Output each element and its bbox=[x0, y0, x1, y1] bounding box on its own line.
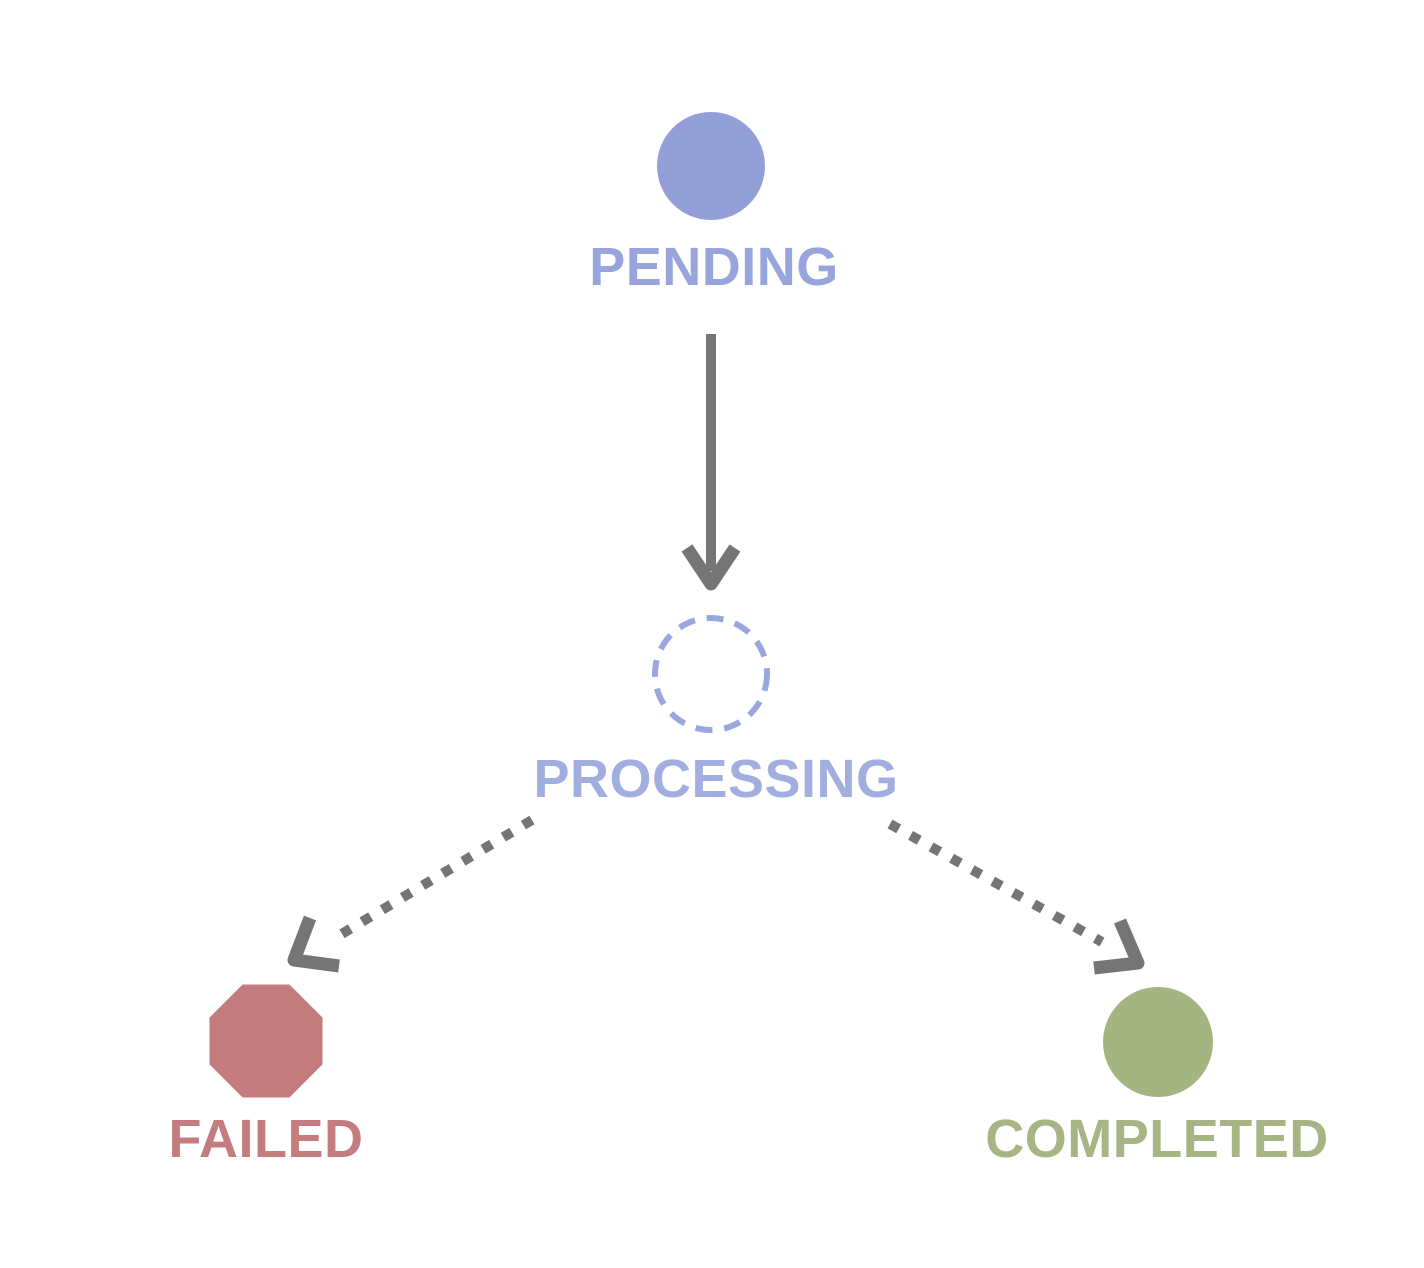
dotted-arrow-to-failed-arrowhead-icon bbox=[287, 915, 340, 973]
dotted-arrow-to-failed-line bbox=[332, 815, 535, 943]
node-completed: COMPLETED bbox=[985, 987, 1329, 1169]
failed-octagon-icon bbox=[209, 984, 323, 1098]
node-processing: PROCESSING bbox=[533, 615, 898, 809]
failed-label: FAILED bbox=[168, 1109, 363, 1169]
node-failed: FAILED bbox=[168, 984, 363, 1169]
pending-label: PENDING bbox=[589, 237, 839, 297]
edge-processing-to-failed bbox=[287, 815, 535, 973]
node-pending: PENDING bbox=[589, 112, 839, 297]
edge-processing-to-completed bbox=[887, 819, 1145, 975]
edge-pending-to-processing bbox=[681, 334, 741, 591]
dotted-arrow-to-completed-arrowhead-icon bbox=[1093, 918, 1145, 975]
dotted-arrow-to-completed-line bbox=[887, 819, 1105, 947]
processing-dashed-circle-icon bbox=[652, 615, 770, 733]
completed-circle-icon bbox=[1103, 987, 1213, 1097]
pending-circle-icon bbox=[657, 112, 765, 220]
completed-label: COMPLETED bbox=[985, 1109, 1329, 1169]
processing-label: PROCESSING bbox=[533, 749, 898, 809]
solid-arrow-arrowhead-icon bbox=[681, 544, 741, 591]
